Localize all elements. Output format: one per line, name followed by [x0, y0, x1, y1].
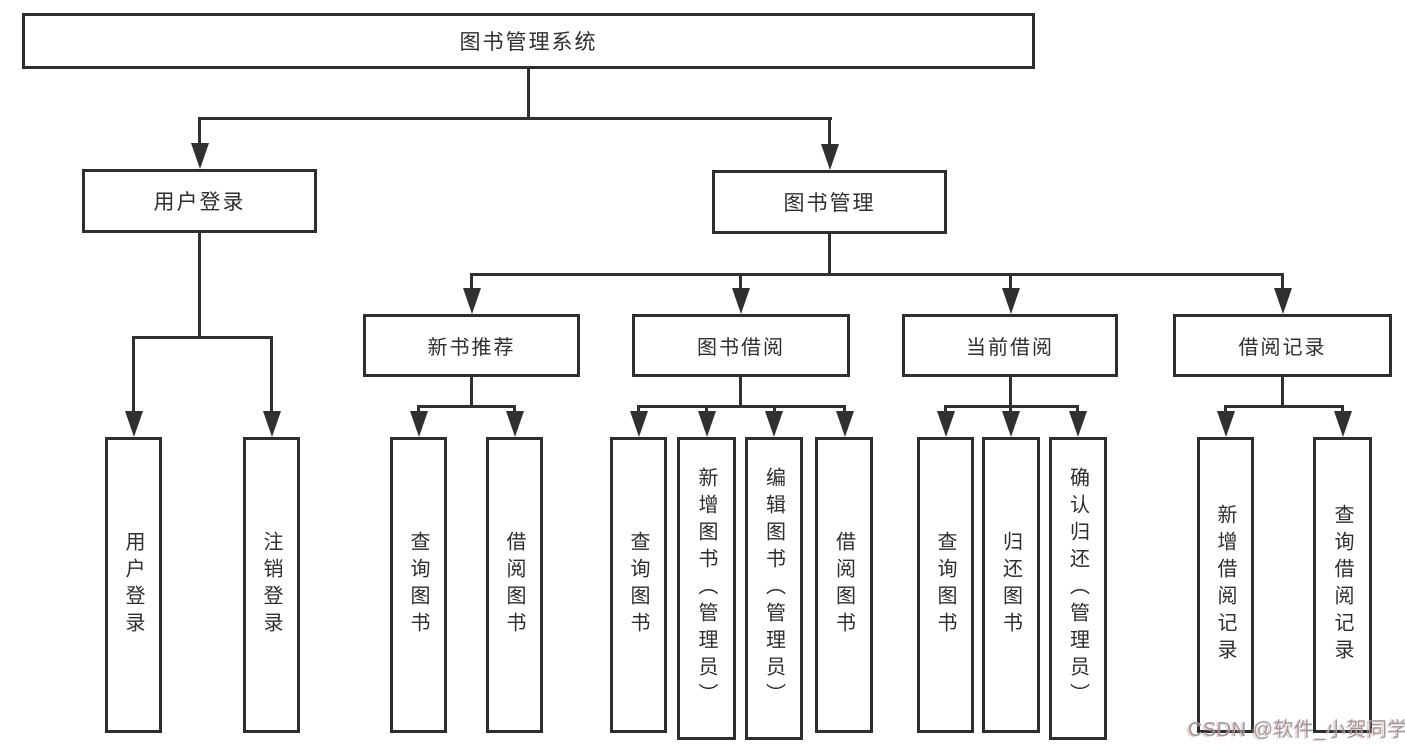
connector-line: [1281, 273, 1284, 288]
arrow-down-icon: [732, 288, 750, 314]
leaf-label: 新增图书（管理员）: [695, 467, 717, 710]
arrow-down-icon: [1334, 411, 1352, 437]
node-new-book-recommend: 新书推荐: [363, 314, 580, 377]
leaf-label: 归还图书: [999, 531, 1022, 639]
connector-line: [1341, 405, 1344, 411]
leaf-label: 查询图书: [627, 531, 649, 639]
connector-line: [1224, 405, 1344, 408]
leaf-add-borrow-record: 新增借阅记录: [1197, 437, 1254, 733]
arrow-down-icon: [1217, 411, 1235, 437]
node-label: 借阅记录: [1238, 337, 1327, 359]
connector-line: [470, 273, 473, 288]
connector-line: [417, 405, 420, 411]
arrow-down-icon: [191, 143, 209, 169]
arrow-down-icon: [937, 411, 955, 437]
connector-line: [828, 234, 831, 273]
connector-line: [198, 117, 201, 144]
leaf-label: 新增借阅记录: [1214, 504, 1236, 666]
connector-line: [1281, 377, 1284, 405]
leaf-query-borrow-record: 查询借阅记录: [1313, 437, 1372, 733]
connector-line: [198, 233, 201, 336]
connector-line: [417, 405, 516, 408]
connector-line: [1224, 405, 1227, 411]
connector-line: [843, 405, 846, 411]
arrow-down-icon: [410, 411, 428, 437]
connector-line: [513, 405, 516, 411]
connector-line: [739, 377, 742, 405]
arrow-down-icon: [1002, 288, 1020, 314]
connector-line: [470, 273, 1284, 276]
leaf-return-books: 归还图书: [982, 437, 1040, 733]
leaf-confirm-return-admin: 确认归还（管理员）: [1049, 437, 1107, 740]
connector-line: [944, 405, 947, 411]
leaf-borrow-books: 借阅图书: [815, 437, 873, 733]
connector-line: [773, 405, 776, 411]
leaf-label: 查询图书: [407, 531, 429, 639]
node-label: 新书推荐: [427, 337, 516, 359]
connector-line: [527, 69, 530, 117]
leaf-edit-book-admin: 编辑图书（管理员）: [745, 437, 803, 740]
node-root-library-system: 图书管理系统: [22, 13, 1035, 69]
leaf-label: 查询图书: [934, 531, 956, 639]
connector-line: [1009, 273, 1012, 288]
node-current-borrowing: 当前借阅: [902, 314, 1118, 377]
node-label: 图书管理系统: [459, 31, 598, 54]
arrow-down-icon: [1002, 411, 1020, 437]
connector-line: [132, 336, 273, 339]
arrow-down-icon: [1274, 288, 1292, 314]
connector-line: [705, 405, 708, 411]
node-label: 用户登录: [153, 191, 246, 214]
arrow-down-icon: [463, 288, 481, 314]
arrow-down-icon: [698, 411, 716, 437]
connector-line: [1009, 377, 1012, 405]
connector-line: [637, 405, 846, 408]
leaf-add-book-admin: 新增图书（管理员）: [677, 437, 736, 740]
csdn-watermark: CSDN @软件_小贺同学: [1188, 719, 1405, 741]
arrow-down-icon: [836, 411, 854, 437]
leaf-label: 查询借阅记录: [1331, 504, 1353, 666]
node-book-borrowing: 图书借阅: [632, 314, 850, 377]
arrow-down-icon: [630, 411, 648, 437]
leaf-label: 注销登录: [260, 531, 282, 639]
connector-line: [828, 117, 831, 145]
leaf-user-login: 用户登录: [105, 437, 162, 733]
node-label: 图书借阅: [697, 337, 785, 359]
arrow-down-icon: [125, 411, 143, 437]
node-label: 当前借阅: [966, 337, 1054, 359]
leaf-borrow-books-recommend: 借阅图书: [486, 437, 543, 733]
connector-line: [270, 336, 273, 411]
leaf-label: 用户登录: [122, 531, 144, 639]
connector-line: [132, 336, 135, 411]
leaf-query-books-recommend: 查询图书: [390, 437, 447, 733]
connector-line: [637, 405, 640, 411]
node-user-login: 用户登录: [82, 169, 317, 233]
leaf-label: 借阅图书: [832, 531, 855, 639]
connector-line: [1076, 405, 1079, 411]
arrow-down-icon: [263, 411, 281, 437]
leaf-label: 借阅图书: [503, 531, 525, 639]
arrow-down-icon: [765, 411, 783, 437]
connector-line: [1009, 405, 1012, 411]
leaf-query-books-borrowing: 查询图书: [610, 437, 667, 733]
leaf-label: 确认归还（管理员）: [1066, 467, 1089, 710]
leaf-query-books-current: 查询图书: [917, 437, 974, 733]
leaf-logout: 注销登录: [243, 437, 300, 733]
arrow-down-icon: [821, 144, 839, 170]
connector-line: [739, 273, 742, 288]
node-borrow-records: 借阅记录: [1173, 314, 1392, 377]
arrow-down-icon: [1069, 411, 1087, 437]
connector-line: [198, 117, 832, 120]
connector-line: [470, 377, 473, 405]
node-book-management: 图书管理: [712, 170, 947, 234]
arrow-down-icon: [506, 411, 524, 437]
leaf-label: 编辑图书（管理员）: [762, 467, 785, 710]
node-label: 图书管理: [783, 192, 876, 215]
